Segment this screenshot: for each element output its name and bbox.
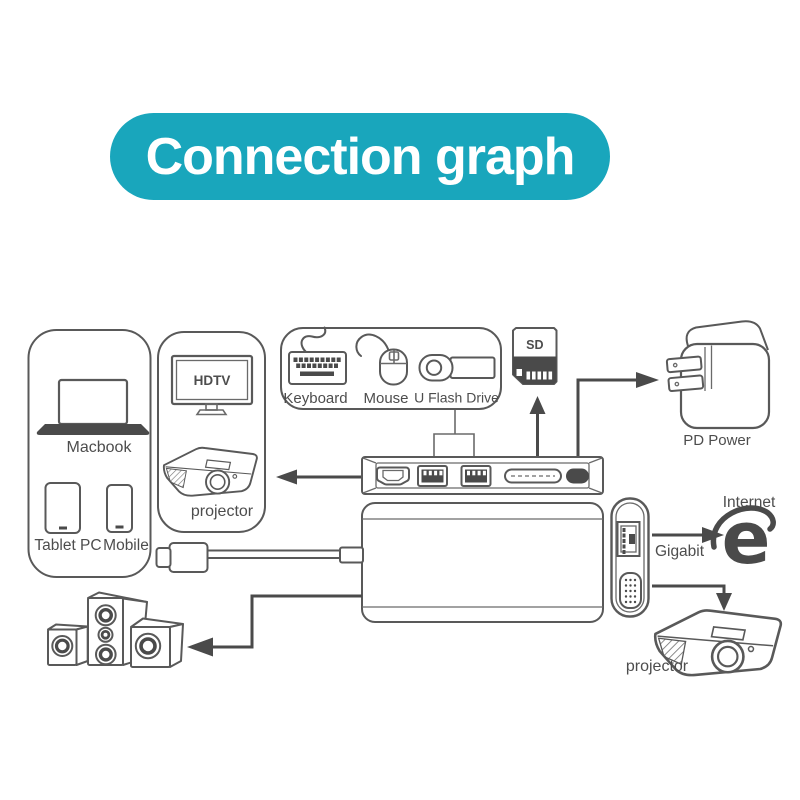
macbook-label: Macbook	[67, 439, 133, 456]
usb-c-cable	[207, 546, 364, 564]
tablet-pc-label: Tablet PC	[34, 537, 101, 554]
sd-label: SD	[526, 338, 543, 352]
vga-arrow	[652, 584, 732, 611]
hdtv-icon	[170, 354, 254, 416]
external-projector-label: projector	[626, 658, 689, 675]
mobile-label: Mobile	[103, 537, 149, 554]
macbook-icon	[36, 378, 150, 435]
ie-browser-icon: e	[710, 496, 776, 580]
speaker-arrow	[187, 594, 362, 657]
gigabit-label: Gigabit	[655, 543, 705, 560]
display-box: HDTV projector	[157, 331, 266, 533]
pd-power-label: PD Power	[683, 432, 751, 449]
sd-slot	[504, 468, 562, 484]
display-projector-label: projector	[191, 503, 254, 520]
sd-arrow	[529, 396, 546, 456]
hub-front-panel	[361, 456, 604, 495]
pd-arrow	[576, 372, 659, 456]
page-title: Connection graph	[145, 127, 576, 186]
speakers-icon	[47, 591, 184, 668]
mouse-icon	[355, 333, 408, 386]
power-adapter-icon	[665, 320, 771, 430]
internet-label: Internet	[723, 494, 776, 511]
usb-c-port	[566, 468, 589, 484]
usb-a-port-2	[460, 465, 492, 487]
hdmi-port	[376, 466, 410, 486]
keyboard-icon	[288, 326, 347, 385]
hub-side-panel	[610, 497, 650, 618]
flash-drive-icon	[418, 354, 496, 382]
vga-port	[619, 572, 642, 609]
usb-a-port-1	[417, 465, 448, 487]
tablet-icon	[44, 482, 81, 534]
sd-card-icon: SD	[512, 327, 558, 385]
usb-c-plug	[155, 542, 209, 573]
title-banner: Connection graph	[110, 113, 610, 200]
flash-drive-label: U Flash Drive	[414, 390, 499, 406]
mouse-label: Mouse	[363, 390, 408, 407]
mobile-icon	[106, 484, 133, 533]
hdtv-label: HDTV	[194, 373, 231, 388]
hub-body	[361, 502, 604, 623]
usb-devices-box: Keyboard Mouse U Flash Drive	[280, 326, 502, 410]
ethernet-port	[616, 521, 641, 557]
keyboard-label: Keyboard	[283, 390, 347, 407]
computers-box: Macbook Tablet PC Mobile	[27, 329, 152, 578]
display-arrow	[276, 469, 361, 485]
usb-funnel-lines	[433, 410, 475, 457]
